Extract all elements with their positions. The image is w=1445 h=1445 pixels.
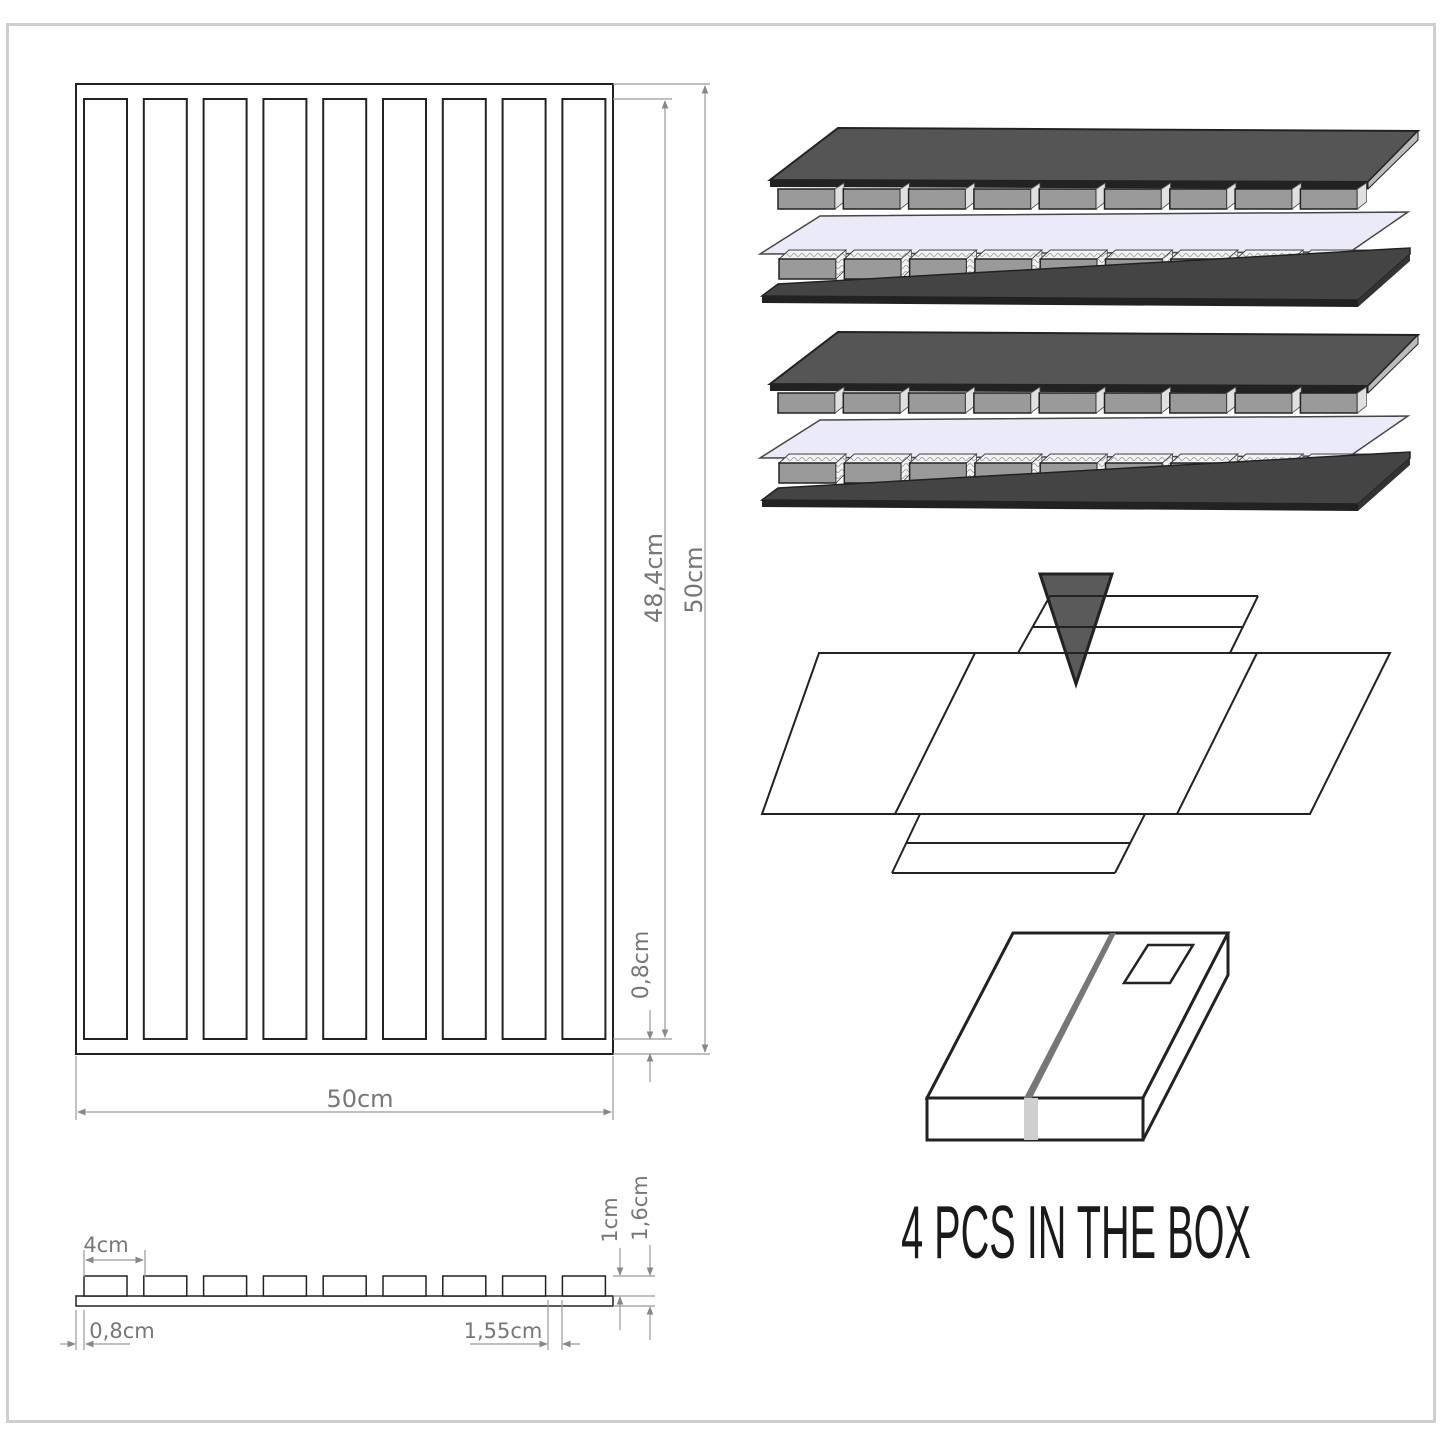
closed-box: [924, 931, 1231, 1142]
upper-strip: [1299, 188, 1359, 210]
upper-strip: [1038, 392, 1097, 414]
side-strip: [501, 1275, 547, 1297]
dim-outer-height-label: 50cm: [680, 546, 708, 613]
upper-strip: [1103, 188, 1163, 210]
upper-strip: [973, 392, 1032, 414]
upper-strip: [777, 188, 836, 210]
upper-panel-side: [1367, 333, 1419, 395]
upper-panel-edge: [770, 180, 1368, 189]
dim-border-label: 0,8cm: [629, 931, 654, 1000]
dim-total-height-label: 1,6cm: [628, 1175, 652, 1240]
down-arrow: [1037, 572, 1115, 689]
lower-strip-top: [1104, 453, 1174, 464]
lower-panel-side: [1358, 254, 1410, 307]
side-strip: [442, 1275, 487, 1297]
strip: [262, 98, 308, 1040]
upper-panel-top: [767, 330, 1421, 388]
dim-strip-width-label: 4cm: [83, 1233, 128, 1257]
upper-strip: [907, 188, 967, 210]
panel-pair: [757, 126, 1421, 307]
lower-strip: [843, 258, 903, 280]
dim-gap-label: 1,55cm: [464, 1319, 543, 1343]
box-label: [1121, 943, 1196, 985]
side-strip: [83, 1275, 128, 1297]
box-tape-side: [1024, 1098, 1038, 1140]
upper-strip: [842, 392, 902, 414]
strip: [441, 98, 487, 1040]
lower-strip-top: [1038, 453, 1109, 464]
lower-strip-top: [777, 249, 848, 260]
side-view-dimensions: [60, 1245, 655, 1350]
side-strips: [83, 1275, 607, 1297]
dim-inner-height-label: 48,4cm: [640, 533, 668, 623]
upper-strip: [1169, 392, 1228, 414]
lower-strip-top: [973, 249, 1044, 260]
upper-strip: [1234, 392, 1293, 414]
side-strip: [262, 1275, 308, 1297]
panel-pairs-illustration: [757, 126, 1421, 511]
upper-strip-side: [1357, 182, 1367, 210]
side-strip: [202, 1275, 248, 1297]
side-strip: [561, 1275, 607, 1297]
strip: [83, 98, 128, 1040]
strip: [142, 98, 188, 1040]
side-strip: [382, 1275, 427, 1297]
upper-panel-side: [1367, 129, 1419, 191]
dim-strip-height-label: 1cm: [598, 1197, 622, 1242]
upper-strip-side: [1357, 386, 1367, 414]
image-frame: [6, 23, 1436, 1423]
upper-strip: [777, 392, 836, 414]
film-sheet: [757, 415, 1411, 459]
lower-strip-top: [1038, 249, 1109, 260]
lower-strip-top: [973, 453, 1044, 464]
side-view: [75, 1275, 614, 1307]
upper-panel-top: [767, 126, 1421, 184]
panel-strips: [83, 98, 607, 1040]
lower-strip-top: [842, 453, 913, 464]
upper-strip: [842, 188, 902, 210]
box-tape-top: [1024, 933, 1116, 1098]
strip: [501, 98, 547, 1040]
lower-strip-top: [908, 249, 978, 260]
upper-strip: [1299, 392, 1359, 414]
upper-strip: [1169, 188, 1228, 210]
side-strip: [143, 1275, 188, 1297]
panel-top-view: [75, 83, 614, 1055]
strip: [322, 98, 368, 1040]
upper-strip: [1103, 392, 1163, 414]
upper-strip: [1038, 188, 1097, 210]
unfolded-box: [760, 595, 1392, 874]
lower-strip-top: [777, 453, 848, 464]
lower-strip: [843, 462, 903, 484]
lower-strip-top: [842, 249, 913, 260]
lower-strip: [778, 258, 837, 280]
upper-panel-edge: [770, 384, 1368, 393]
upper-strip: [1234, 188, 1293, 210]
strip: [382, 98, 427, 1040]
lower-panel-edge: [762, 500, 1358, 511]
lower-strip: [778, 462, 837, 484]
lower-panel-edge: [762, 296, 1358, 307]
top-view-dimensions: [75, 83, 710, 1120]
strip: [202, 98, 248, 1040]
dim-width-label: 50cm: [326, 1085, 393, 1113]
lower-panel-side: [1358, 458, 1410, 511]
upper-strip: [907, 392, 967, 414]
strip: [561, 98, 607, 1040]
side-base: [75, 1295, 614, 1307]
dim-edge-label: 0,8cm: [89, 1319, 154, 1343]
upper-strip: [973, 188, 1032, 210]
panel-pair: [757, 330, 1421, 511]
side-strip: [322, 1275, 367, 1297]
film-sheet: [757, 211, 1411, 255]
lower-strip-top: [908, 453, 978, 464]
lower-strip-top: [1104, 249, 1174, 260]
caption-pcs-in-box: 4 PCS IN THE BOX: [901, 1189, 1251, 1274]
